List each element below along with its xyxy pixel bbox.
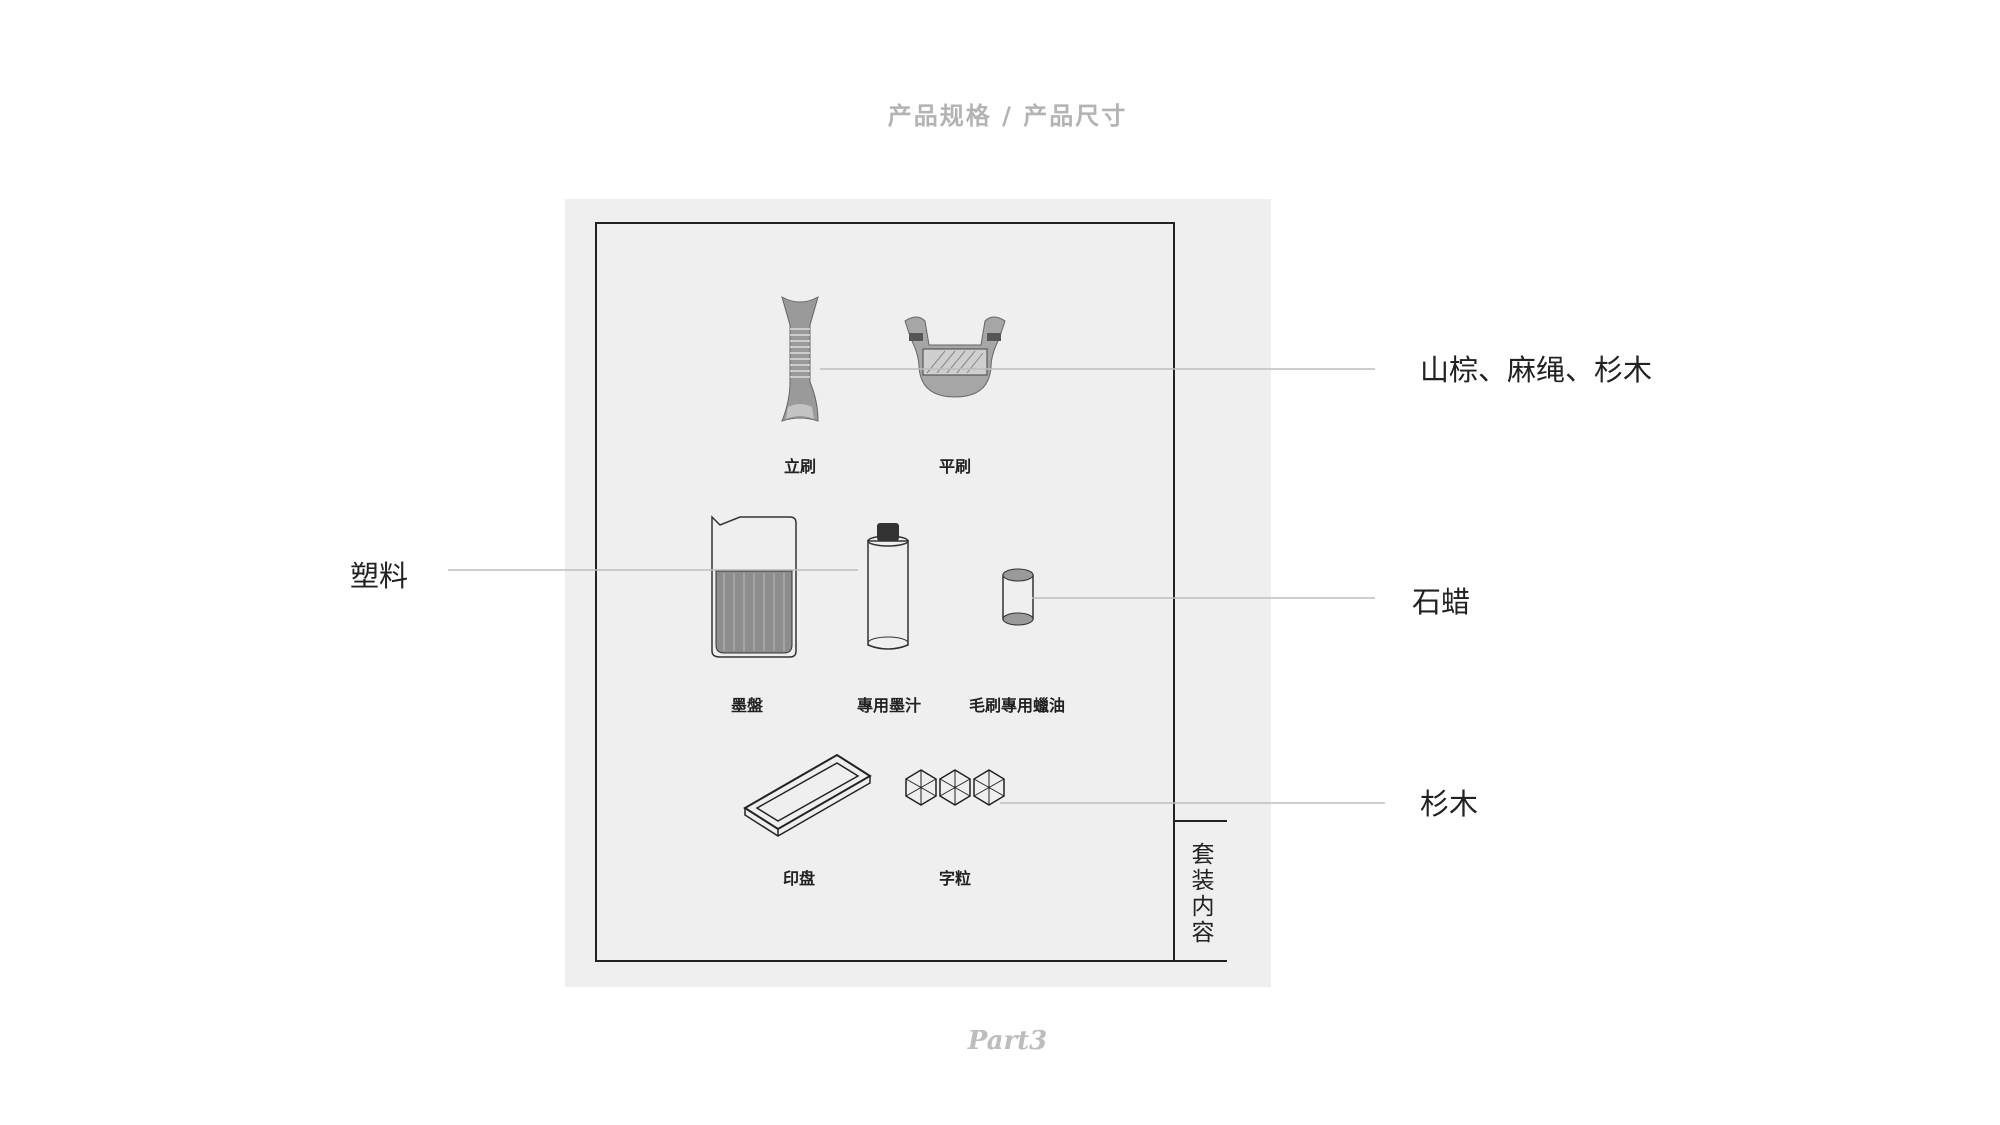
type-blocks-icon (905, 769, 1005, 806)
item-label-wax-oil: 毛刷專用蠟油 (968, 696, 1066, 715)
material-plastic: 塑料 (350, 559, 409, 593)
item-label-ink-bottle: 專用墨汁 (856, 696, 922, 715)
item-label-flat-brush: 平刷 (938, 457, 972, 476)
page-title: 产品规格 / 产品尺寸 (887, 102, 1128, 130)
wax-oil-icon (1002, 568, 1034, 626)
material-brushes: 山棕、麻绳、杉木 (1420, 353, 1653, 387)
upright-brush-icon (781, 295, 819, 422)
kit-panel: 立刷 平刷 墨盤 專用墨汁 毛刷專用蠟油 印盘 字粒 (565, 199, 1271, 987)
item-label-ink-tray: 墨盤 (730, 696, 764, 715)
page-footer: Part3 (967, 1026, 1048, 1056)
item-label-printing-tray: 印盘 (782, 869, 816, 888)
kit-contents-side-label: 套 装 内 容 (1191, 842, 1215, 946)
flat-brush-icon (904, 316, 1006, 398)
item-label-type-blocks: 字粒 (938, 869, 972, 888)
material-wax: 石蜡 (1412, 585, 1471, 619)
printing-tray-icon (743, 753, 872, 837)
ink-tray-icon (711, 515, 797, 658)
ink-bottle-icon (867, 523, 909, 650)
item-label-upright-brush: 立刷 (783, 457, 817, 476)
material-wood: 杉木 (1420, 787, 1479, 821)
